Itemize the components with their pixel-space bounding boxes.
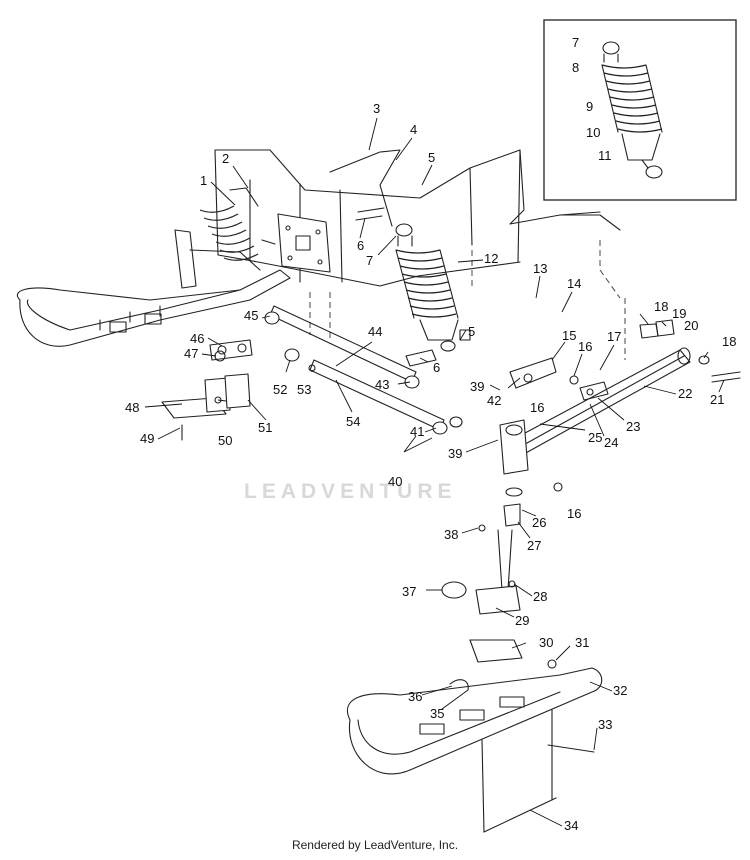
shock-detail-inset [543, 19, 737, 201]
callout-6-upper: 6 [357, 238, 364, 253]
callout-48: 48 [125, 400, 139, 415]
bracket-parts [161, 339, 253, 441]
leader-lines [144, 117, 725, 827]
callout-20: 20 [684, 318, 698, 333]
main-shock-absorber [355, 207, 471, 367]
callout-18-upper: 18 [654, 299, 668, 314]
callout-43: 43 [375, 377, 389, 392]
callout-38: 38 [444, 527, 458, 542]
callout-34: 34 [564, 818, 578, 833]
left-ski-assembly [17, 187, 291, 347]
callout-40: 40 [388, 474, 402, 489]
watermark: LEADVENTURE [244, 480, 457, 503]
callout-13: 13 [533, 261, 547, 276]
callout-23: 23 [626, 419, 640, 434]
callout-36: 36 [408, 689, 422, 704]
callout-47: 47 [184, 346, 198, 361]
callout-14: 14 [567, 276, 581, 291]
callout-30: 30 [539, 635, 553, 650]
callout-5-lower: 5 [468, 324, 475, 339]
callout-46: 46 [190, 331, 204, 346]
callout-52: 52 [273, 382, 287, 397]
front-ski [346, 639, 603, 833]
callout-9: 9 [586, 99, 593, 114]
callout-5-upper: 5 [428, 150, 435, 165]
callout-53: 53 [297, 382, 311, 397]
callout-41: 41 [410, 424, 424, 439]
callout-1: 1 [200, 173, 207, 188]
callout-27: 27 [527, 538, 541, 553]
callout-7-shock: 7 [366, 253, 373, 268]
callout-16-upper: 16 [578, 339, 592, 354]
frame-bulkhead [214, 149, 626, 360]
spindle-assembly [441, 357, 579, 615]
callout-labels: 1 2 3 4 5 5 6 6 7 7 8 9 10 11 12 13 14 1… [125, 35, 736, 833]
callout-26: 26 [532, 515, 546, 530]
callout-28: 28 [533, 589, 547, 604]
callout-29: 29 [515, 613, 529, 628]
callout-31: 31 [575, 635, 589, 650]
tie-rods [264, 305, 463, 435]
callout-19: 19 [672, 306, 686, 321]
callout-16-lower: 16 [567, 506, 581, 521]
callout-44: 44 [368, 324, 382, 339]
callout-39-lower: 39 [448, 446, 462, 461]
callout-32: 32 [613, 683, 627, 698]
callout-50: 50 [218, 433, 232, 448]
callout-2: 2 [222, 151, 229, 166]
callout-4: 4 [410, 122, 417, 137]
callout-7-inset: 7 [572, 35, 579, 50]
callout-25: 25 [588, 430, 602, 445]
callout-51: 51 [258, 420, 272, 435]
callout-10: 10 [586, 125, 600, 140]
render-credit: Rendered by LeadVenture, Inc. [291, 838, 459, 852]
callout-12: 12 [484, 251, 498, 266]
callout-35: 35 [430, 706, 444, 721]
callout-37: 37 [402, 584, 416, 599]
callout-6-lower: 6 [433, 360, 440, 375]
callout-54: 54 [346, 414, 360, 429]
callout-39-upper: 39 [470, 379, 484, 394]
callout-24: 24 [604, 435, 618, 450]
callout-17: 17 [607, 329, 621, 344]
callout-11: 11 [598, 148, 612, 163]
callout-18-right: 18 [722, 334, 736, 349]
callout-3: 3 [373, 101, 380, 116]
callout-21: 21 [710, 392, 724, 407]
callout-33: 33 [598, 717, 612, 732]
callout-42: 42 [487, 393, 501, 408]
callout-15: 15 [562, 328, 576, 343]
callout-16-middle: 16 [530, 400, 544, 415]
callout-22: 22 [678, 386, 692, 401]
callout-8: 8 [572, 60, 579, 75]
callout-45: 45 [244, 308, 258, 323]
callout-49: 49 [140, 431, 154, 446]
